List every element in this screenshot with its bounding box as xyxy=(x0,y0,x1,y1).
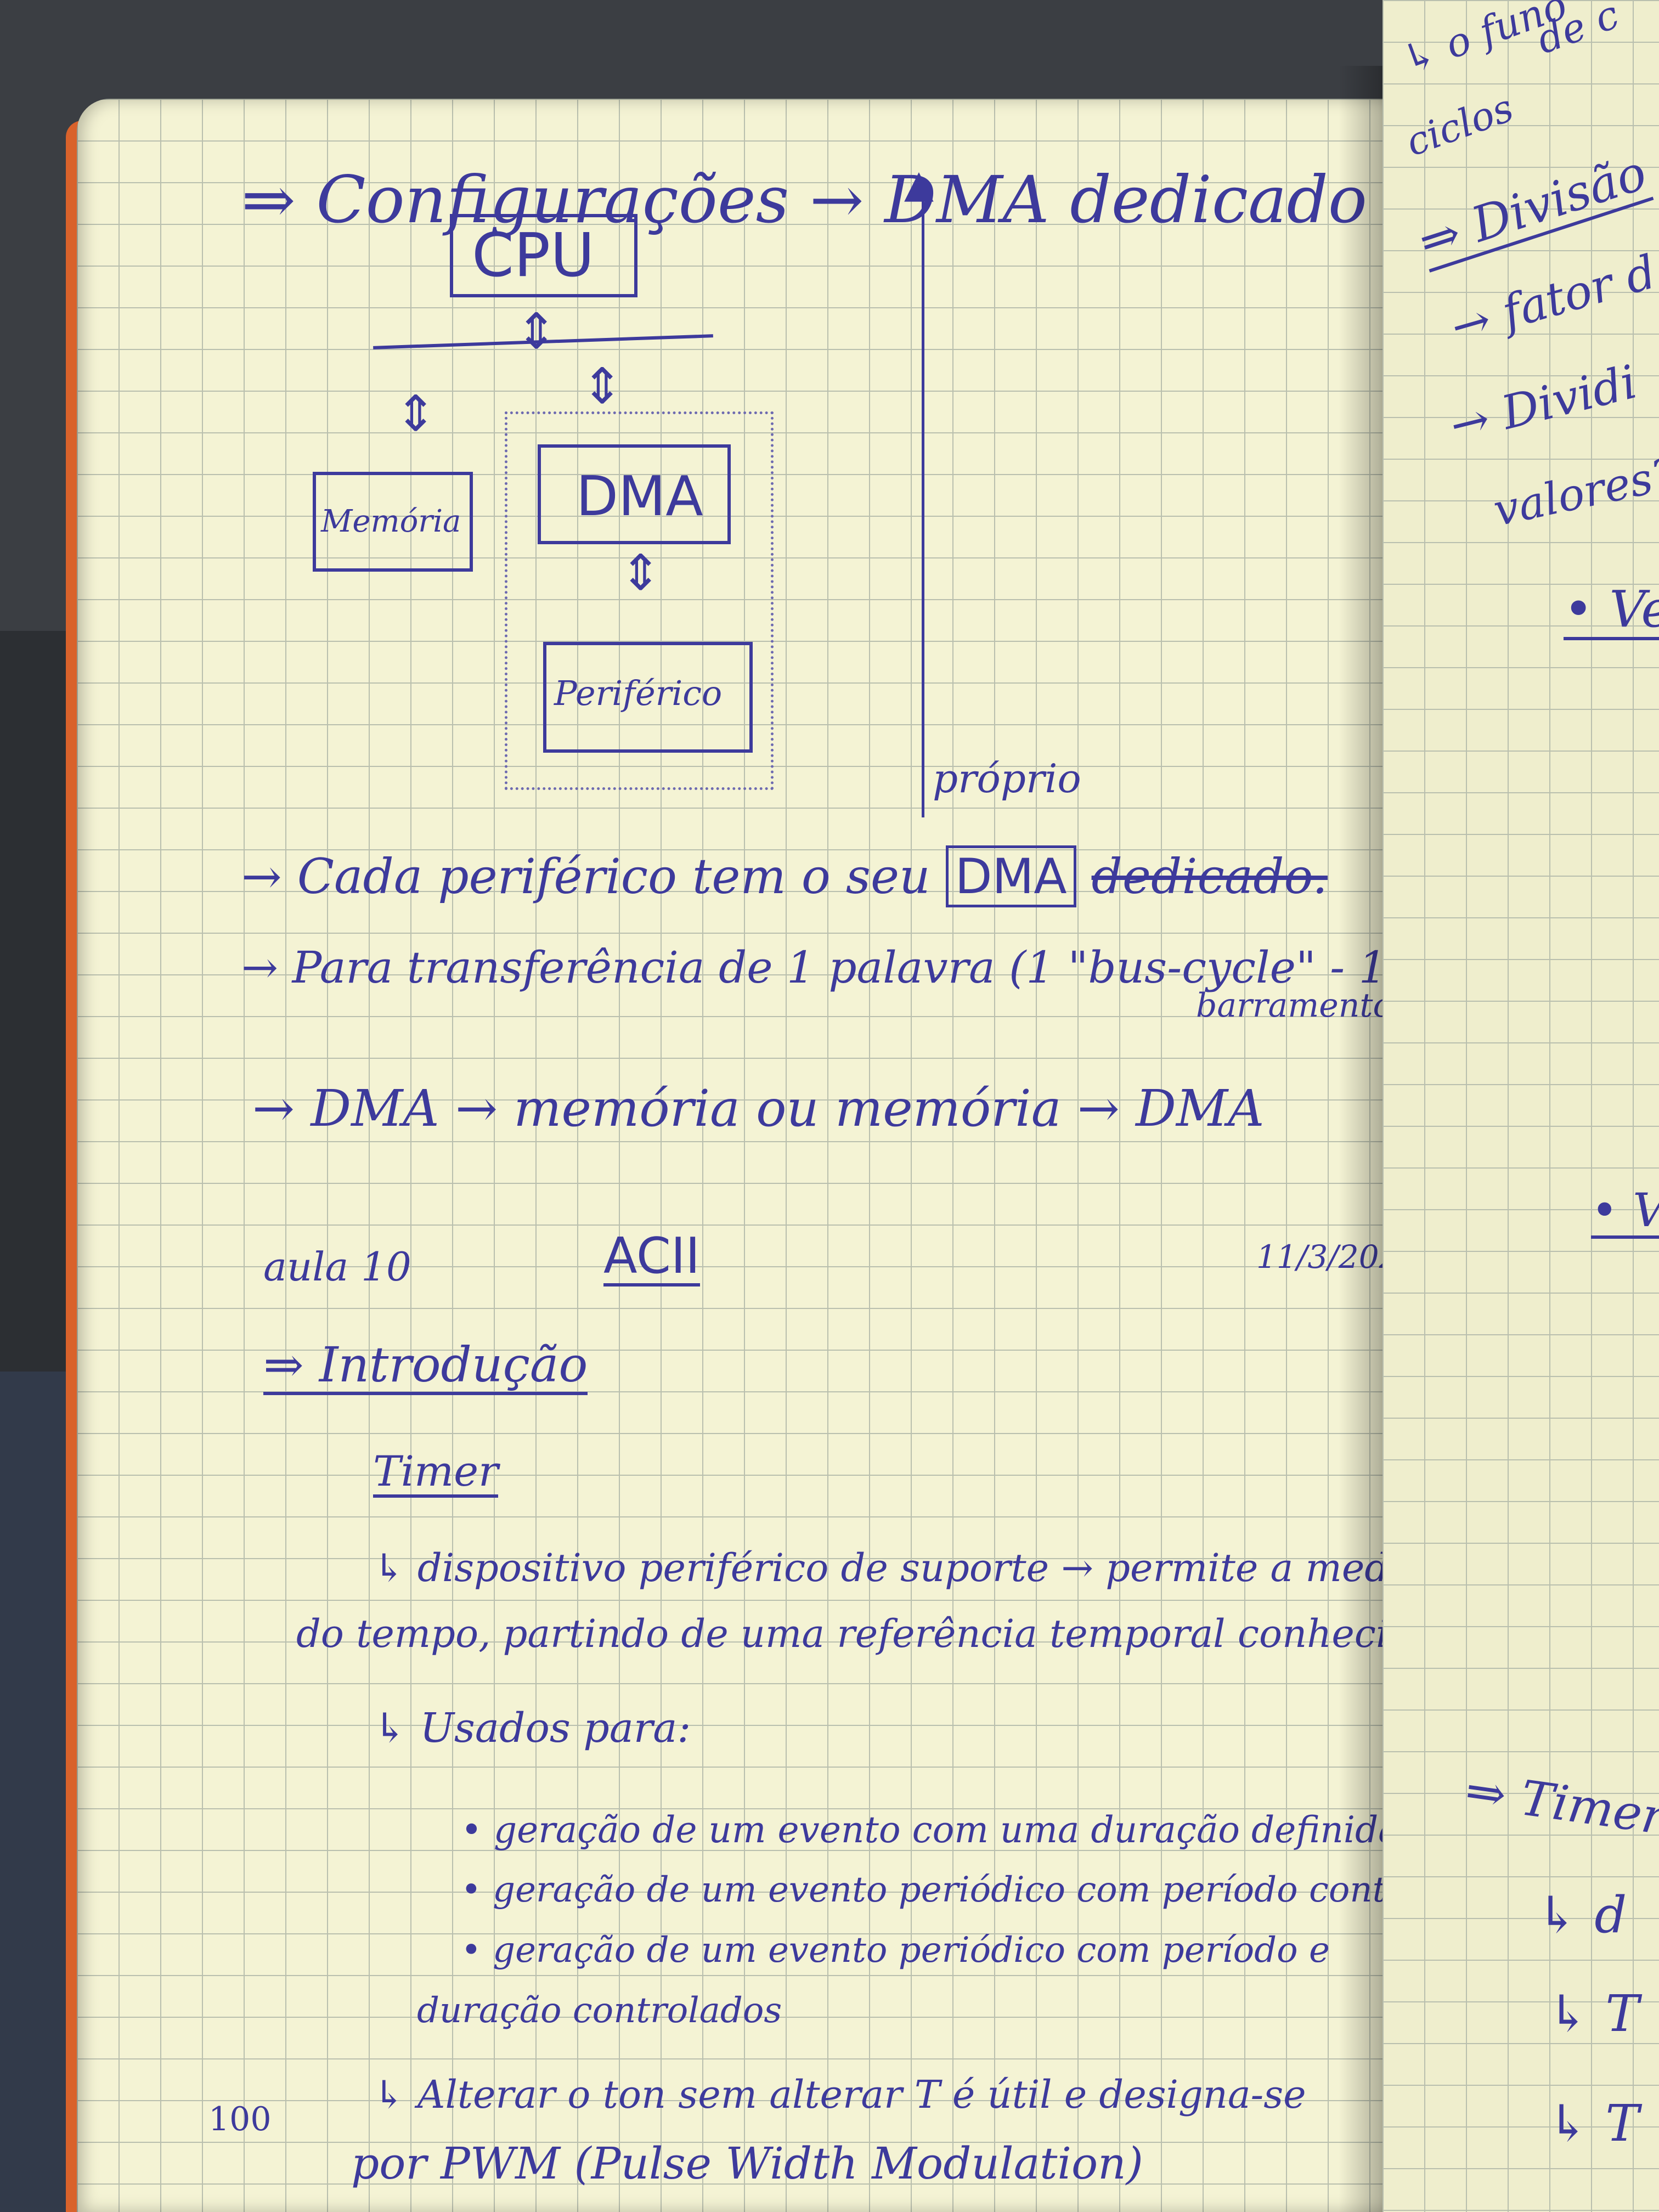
right-fator: → fator d xyxy=(1444,245,1659,354)
page-number: 100 xyxy=(208,2100,272,2138)
dma-periferico-arrow: ⇕ xyxy=(620,544,662,602)
pwm-line: por PWM (Pulse Width Modulation) xyxy=(351,2138,1143,2189)
dma-box xyxy=(538,444,731,544)
dma-dotted-region xyxy=(505,411,774,790)
annotation-proprio: próprio xyxy=(933,755,1081,802)
memoria-box xyxy=(313,472,473,572)
periferico-box xyxy=(543,642,753,753)
right-notebook-page: ↳ o funo de c ciclos ⇒ Divisão → fator d… xyxy=(1383,0,1659,2212)
use-bullet-3-continued: duração controlados xyxy=(417,1990,782,2031)
use-bullet-1: • geração de um evento com uma duração d… xyxy=(461,1809,1400,1851)
aula-number: aula 10 xyxy=(263,1244,411,1290)
right-dividi: → Dividi xyxy=(1444,354,1642,453)
memory-bus-arrow: ⇕ xyxy=(395,385,437,443)
right-timer: ⇒ Timer xyxy=(1462,1762,1659,1846)
memoria-label: Memória xyxy=(321,504,461,539)
line-cada-periferico: → Cada periférico tem o seu DMA dedicado… xyxy=(241,845,1328,907)
line-para-transferencia: → Para transferência de 1 palavra (1 "bu… xyxy=(241,942,1547,993)
right-valores: valores?( xyxy=(1489,444,1659,537)
right-ve-2: • Ve xyxy=(1591,1185,1659,1239)
line-cada-text: → Cada periférico tem o seu xyxy=(241,848,930,905)
cpu-box xyxy=(450,214,637,297)
line-cada-struck-text: dedicado. xyxy=(1091,848,1328,905)
cpu-bus-arrow: ⇕ xyxy=(516,303,557,360)
course-title: ACII xyxy=(603,1229,700,1286)
line-dma-memoria: → DMA → memória ou memória → DMA xyxy=(252,1079,1265,1138)
vertical-arrow-head: ▲ xyxy=(904,161,934,206)
right-ve-1: • Ve xyxy=(1564,582,1659,641)
right-l1: ↳ d xyxy=(1536,1886,1627,1944)
right-line-2: ciclos xyxy=(1400,85,1520,165)
periferico-label: Periférico xyxy=(554,673,723,713)
use-bullet-3: • geração de um evento periódico com per… xyxy=(461,1930,1330,1971)
line-cada-dma-box: DMA xyxy=(945,845,1076,907)
intro-heading: ⇒ Introdução xyxy=(263,1338,588,1395)
usados-para: ↳ Usados para: xyxy=(373,1705,691,1752)
right-l2: ↳ T xyxy=(1547,1984,1639,2043)
use-bullet-2: • geração de um evento periódico com per… xyxy=(461,1870,1500,1910)
dma-label: DMA xyxy=(576,464,703,528)
heading-configuracoes: ⇒ Configurações → DMA dedicado xyxy=(241,162,1367,238)
alterar-ton-line: ↳ Alterar o ton sem alterar T é útil e d… xyxy=(373,2072,1306,2117)
cpu-label: CPU xyxy=(472,220,595,290)
dma-bus-arrow: ⇕ xyxy=(582,358,623,415)
timer-definition-1: ↳ dispositivo periférico de suporte → pe… xyxy=(373,1545,1469,1590)
right-l3: ↳ T xyxy=(1547,2094,1639,2153)
timer-definition-2: do tempo, partindo de uma referência tem… xyxy=(296,1611,1436,1656)
left-notebook-page: ⇒ Configurações → DMA dedicado CPU ⇕ ⇕ ⇕… xyxy=(77,99,1547,2212)
vertical-arrow-line xyxy=(922,192,924,817)
line-para-transferencia-2: barramento) xyxy=(1196,986,1406,1025)
timer-heading: Timer xyxy=(373,1448,499,1498)
